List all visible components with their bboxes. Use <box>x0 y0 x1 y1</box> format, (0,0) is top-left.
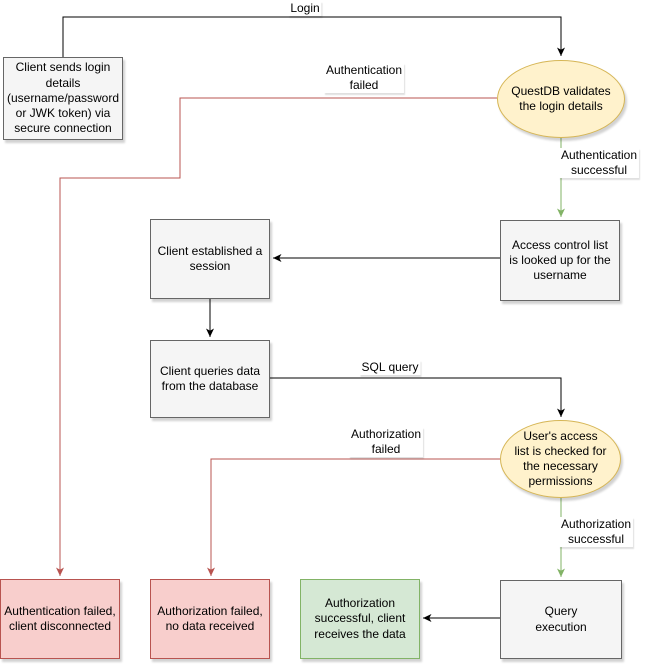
node-questdb-validates: QuestDB validates the login details <box>497 60 625 138</box>
node-authentication-failed-end: Authentication failed, client disconnect… <box>0 579 120 659</box>
edge-label-authentication-failed: Authentication failed <box>323 63 405 93</box>
node-authorization-success-end: Authorization successful, client receive… <box>300 579 420 659</box>
node-query-execution: Query execution <box>500 580 622 659</box>
edge-label-authorization-successful: Authorization successful <box>558 517 634 547</box>
node-session-established: Client established a session <box>150 219 270 299</box>
node-authorization-failed-end: Authorization failed, no data received <box>150 579 270 659</box>
node-client-queries: Client queries data from the database <box>150 340 270 418</box>
edge-label-authorization-failed: Authorization failed <box>348 427 424 457</box>
edge-sql-query <box>270 377 565 417</box>
edge-authorization-failed <box>207 458 500 576</box>
node-client-sends-login: Client sends login details (username/pas… <box>3 57 123 140</box>
edge-authentication-failed <box>56 97 497 576</box>
node-access-check: User's access list is checked for the ne… <box>500 420 621 498</box>
node-acl-lookup: Access control list is looked up for the… <box>500 220 620 301</box>
edge-label-login: Login <box>288 1 322 16</box>
edge-login <box>62 16 565 57</box>
edge-label-sql-query: SQL query <box>359 360 421 375</box>
edge-label-authentication-successful: Authentication successful <box>558 148 640 178</box>
